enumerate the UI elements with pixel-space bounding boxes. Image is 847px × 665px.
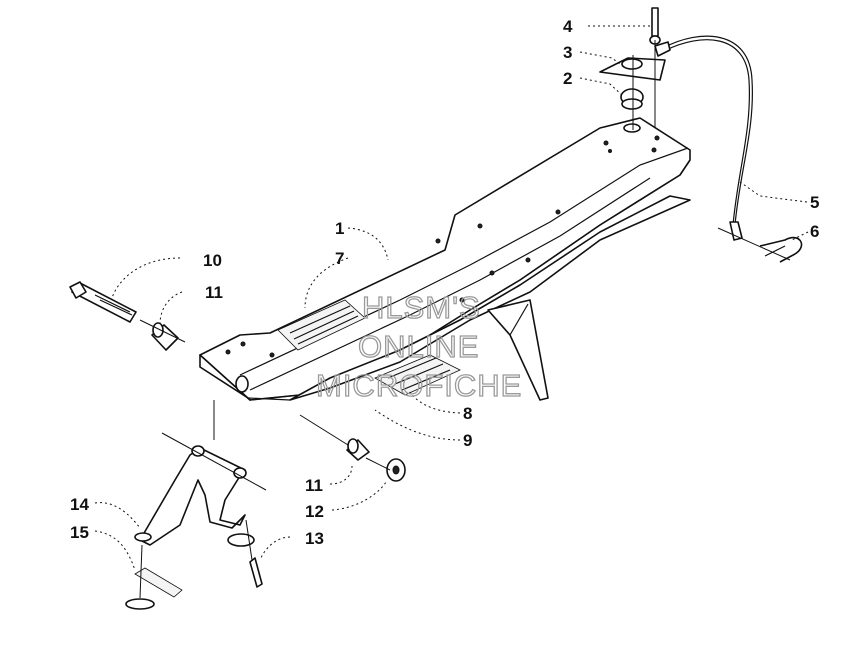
tether-cable-5 bbox=[654, 35, 753, 241]
axis-lines bbox=[139, 40, 791, 599]
callout-13: 13 bbox=[305, 529, 324, 548]
stand-bracket bbox=[125, 445, 255, 610]
clip-6 bbox=[759, 236, 803, 263]
watermark-line-3: MICROFICHE bbox=[316, 368, 522, 403]
callout-3: 3 bbox=[563, 43, 572, 62]
watermark-line-1: HLSM'S bbox=[362, 290, 481, 325]
callout-labels: 4 3 2 5 6 1 7 8 9 10 11 11 12 13 14 15 bbox=[70, 17, 819, 548]
callout-7: 7 bbox=[335, 249, 344, 268]
bolt-10 bbox=[69, 281, 137, 323]
callout-1: 1 bbox=[335, 219, 344, 238]
grommet-2 bbox=[620, 88, 644, 110]
callout-9: 9 bbox=[463, 431, 472, 450]
bushing-11b bbox=[346, 438, 370, 461]
bolt-4 bbox=[649, 7, 661, 45]
callout-12: 12 bbox=[305, 502, 324, 521]
brace-9 bbox=[487, 299, 549, 401]
callout-14: 14 bbox=[70, 495, 89, 514]
leader-lines bbox=[94, 25, 809, 571]
decal-7 bbox=[277, 299, 366, 351]
watermark: HLSM'S ONLINE MICROFICHE bbox=[315, 289, 522, 403]
callout-10: 10 bbox=[203, 251, 222, 270]
callout-15: 15 bbox=[70, 523, 89, 542]
bushing-11a bbox=[151, 322, 179, 351]
watermark-line-2: ONLINE bbox=[358, 329, 479, 364]
callout-4: 4 bbox=[563, 17, 573, 36]
nut-12 bbox=[386, 458, 406, 482]
callout-8: 8 bbox=[463, 404, 472, 423]
callout-6: 6 bbox=[810, 222, 819, 241]
callout-11-bottom: 11 bbox=[305, 476, 323, 495]
callout-5: 5 bbox=[810, 193, 819, 212]
pin-13 bbox=[249, 557, 263, 588]
callout-11-top: 11 bbox=[205, 283, 223, 302]
callout-2: 2 bbox=[563, 69, 572, 88]
decal-8 bbox=[374, 354, 461, 396]
